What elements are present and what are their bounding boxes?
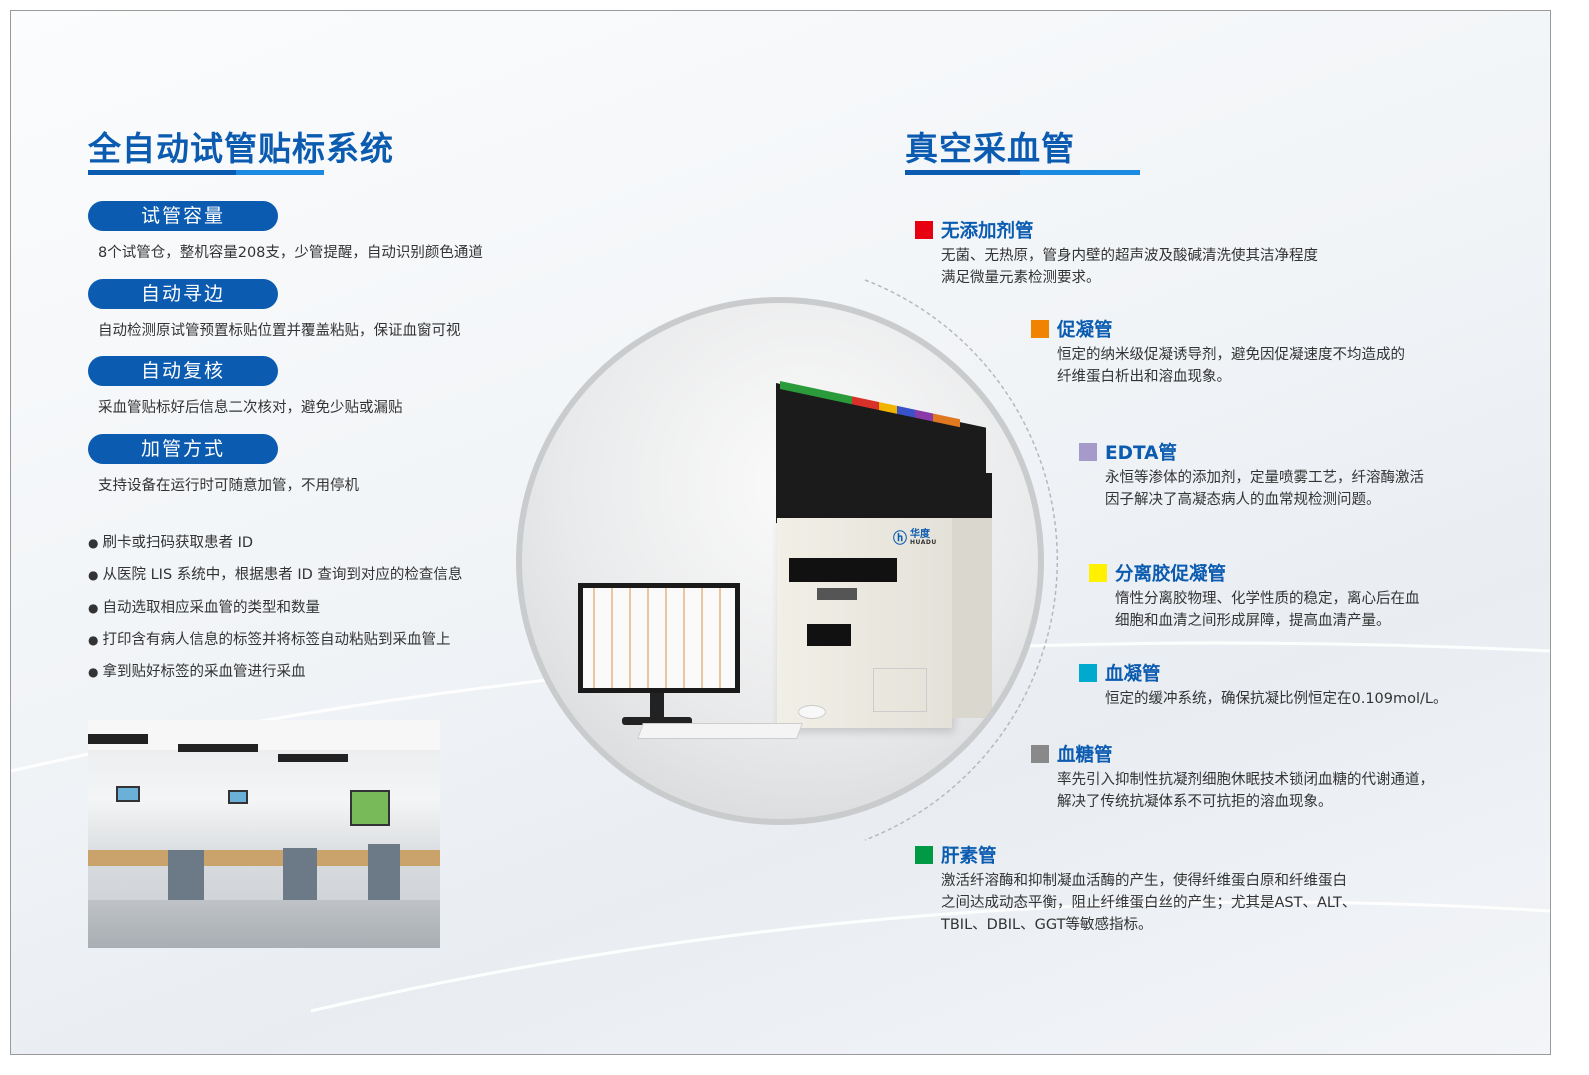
feature-pill-capacity: 试管容量 xyxy=(88,201,278,231)
tube-type-glucose: 血糖管 率先引入抑制性抗凝剂细胞休眠技术锁闭血糖的代谢通道， 解决了传统抗凝体系不… xyxy=(1031,743,1434,813)
feature-desc: 自动检测原试管预置标贴位置并覆盖粘贴，保证血窗可视 xyxy=(98,323,461,339)
tube-desc: 满足微量元素检测要求。 xyxy=(941,270,1101,286)
yellow-square-icon xyxy=(1089,564,1107,582)
feature-desc: 8个试管仓，整机容量208支，少管提醒，自动识别颜色通道 xyxy=(98,245,483,261)
tube-type-gel: 分离胶促凝管 惰性分离胶物理、化学性质的稳定，离心后在血细胞和血清之间形成屏障，… xyxy=(1089,562,1420,632)
bullet-item: 打印含有病人信息的标签并将标签自动粘贴到采血管上 xyxy=(88,628,450,649)
tube-desc: 之间达成动态平衡，阻止纤维蛋白丝的产生；尤其是AST、ALT、 xyxy=(941,895,1357,911)
tube-desc: TBIL、DBIL、GGT等敏感指标。 xyxy=(941,917,1153,933)
tube-name: EDTA管 xyxy=(1105,443,1177,464)
feature-pill-edge: 自动寻边 xyxy=(88,279,278,309)
tube-desc: 激活纤溶酶和抑制凝血活酶的产生，使得纤维蛋白原和纤维蛋白 xyxy=(941,873,1347,889)
bullet-item: 从医院 LIS 系统中，根据患者 ID 查询到对应的检查信息 xyxy=(88,563,462,584)
device-photo-circle: ⓗ 华度 HUADU xyxy=(516,297,1044,825)
purple-square-icon xyxy=(1079,443,1097,461)
tube-desc: 率先引入抑制性抗凝剂细胞休眠技术锁闭血糖的代谢通道， xyxy=(1057,772,1434,788)
tube-name: 血凝管 xyxy=(1105,664,1161,685)
tube-type-clot-activator: 促凝管 恒定的纳米级促凝诱导剂，避免因促凝速度不均造成的纤维蛋白析出和溶血现象。 xyxy=(1031,318,1405,388)
bullet-item: 拿到贴好标签的采血管进行采血 xyxy=(88,660,305,681)
gray-square-icon xyxy=(1031,745,1049,763)
tube-desc: 惰性分离胶物理、化学性质的稳定，离心后在血 xyxy=(1115,591,1420,607)
tube-name: 肝素管 xyxy=(941,846,997,867)
tube-desc: 恒定的纳米级促凝诱导剂，避免因促凝速度不均造成的 xyxy=(1057,347,1405,363)
tube-desc: 永恒等渗体的添加剂，定量喷雾工艺，纤溶酶激活 xyxy=(1105,470,1424,486)
tube-name: 血糖管 xyxy=(1057,745,1113,766)
brand-name-cn: 华度 xyxy=(910,529,930,540)
tube-desc: 因子解决了高凝态病人的血常规检测问题。 xyxy=(1105,492,1381,508)
bullet-item: 自动选取相应采血管的类型和数量 xyxy=(88,596,320,617)
labeling-machine: ⓗ 华度 HUADU xyxy=(777,518,952,728)
tube-desc: 恒定的缓冲系统，确保抗凝比例恒定在0.109mol/L。 xyxy=(1105,691,1448,707)
orange-square-icon xyxy=(1031,320,1049,338)
keyboard xyxy=(637,723,803,739)
tube-type-heparin: 肝素管 激活纤溶酶和抑制凝血活酶的产生，使得纤维蛋白原和纤维蛋白之间达成动态平衡… xyxy=(915,844,1356,936)
tube-name: 促凝管 xyxy=(1057,320,1113,341)
title-underline xyxy=(236,170,324,175)
monitor xyxy=(578,583,740,693)
left-title: 全自动试管贴标系统 xyxy=(88,129,394,168)
feature-pill-review: 自动复核 xyxy=(88,356,278,386)
tube-desc: 细胞和血清之间形成屏障，提高血清产量。 xyxy=(1115,613,1391,629)
tube-name: 无添加剂管 xyxy=(941,221,1034,242)
mouse xyxy=(798,705,826,719)
bullet-item: 刷卡或扫码获取患者 ID xyxy=(88,531,253,552)
cyan-square-icon xyxy=(1079,664,1097,682)
feature-desc: 采血管贴标好后信息二次核对，避免少贴或漏贴 xyxy=(98,400,403,416)
title-underline xyxy=(88,170,236,175)
feature-pill-loading: 加管方式 xyxy=(88,434,278,464)
tube-desc: 解决了传统抗凝体系不可抗拒的溶血现象。 xyxy=(1057,794,1333,810)
tube-desc: 无菌、无热原，管身内壁的超声波及酸碱清洗使其洁净程度 xyxy=(941,248,1318,264)
blood-collection-room-photo xyxy=(88,720,440,948)
tube-type-coagulation: 血凝管 恒定的缓冲系统，确保抗凝比例恒定在0.109mol/L。 xyxy=(1079,662,1448,710)
red-square-icon xyxy=(915,221,933,239)
tube-type-edta: EDTA管 永恒等渗体的添加剂，定量喷雾工艺，纤溶酶激活因子解决了高凝态病人的血… xyxy=(1079,441,1424,511)
brand-logo: ⓗ 华度 HUADU xyxy=(893,528,937,548)
tube-desc: 纤维蛋白析出和溶血现象。 xyxy=(1057,369,1231,385)
brand-logo-icon: ⓗ xyxy=(893,531,907,547)
title-underline xyxy=(905,170,1020,175)
feature-desc: 支持设备在运行时可随意加管，不用停机 xyxy=(98,478,359,494)
brand-name-en: HUADU xyxy=(910,539,937,546)
right-title: 真空采血管 xyxy=(905,129,1075,168)
tube-name: 分离胶促凝管 xyxy=(1115,564,1227,585)
green-square-icon xyxy=(915,846,933,864)
title-underline xyxy=(1020,170,1140,175)
tube-type-plain: 无添加剂管 无菌、无热原，管身内壁的超声波及酸碱清洗使其洁净程度满足微量元素检测… xyxy=(915,219,1318,289)
